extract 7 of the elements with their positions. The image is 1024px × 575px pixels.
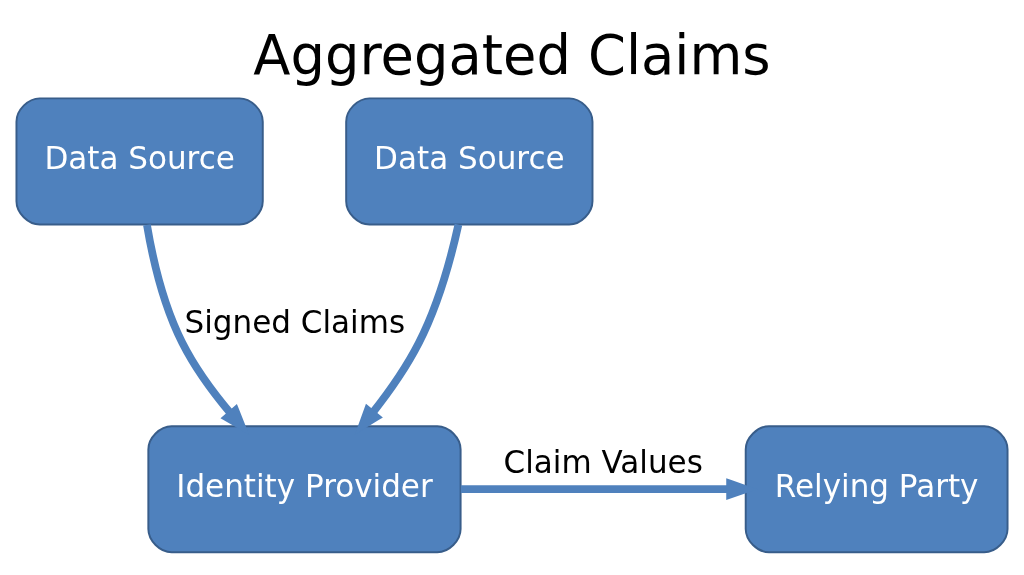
- node-box: Data Source: [345, 97, 594, 226]
- edge-label: Claim Values: [503, 444, 703, 481]
- node-box: Identity Provider: [147, 425, 462, 554]
- diagram-title: Aggregated Claims: [253, 23, 771, 87]
- node-box: Data Source: [15, 97, 264, 226]
- node-box: Relying Party: [744, 425, 1009, 554]
- edge-label: Signed Claims: [184, 303, 406, 340]
